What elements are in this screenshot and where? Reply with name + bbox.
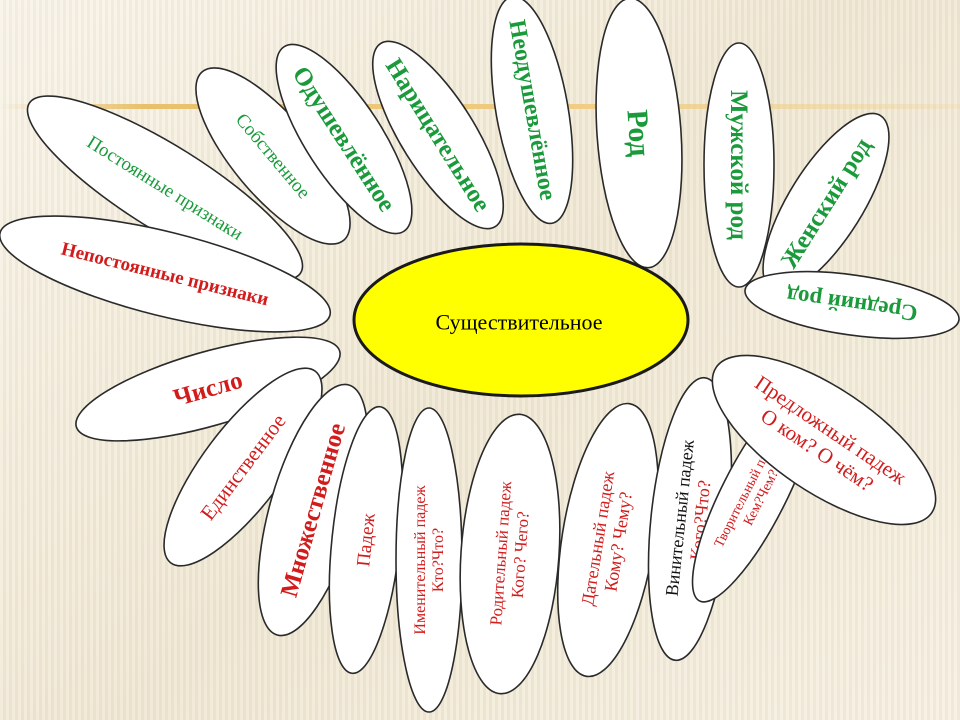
petal-sredniy-rod: Средний род bbox=[744, 270, 960, 340]
petal-shape bbox=[490, 0, 574, 225]
petal-muzhskoy-rod: Мужской род bbox=[703, 42, 775, 288]
petal-label: Мужской род bbox=[726, 90, 753, 240]
petal-shape bbox=[703, 42, 775, 288]
flower-center: Существительное bbox=[352, 242, 690, 398]
petal-datelnyy: Дательный падежКому? Чему? bbox=[556, 402, 660, 678]
center-shape bbox=[352, 242, 690, 398]
petal-shape bbox=[744, 270, 960, 340]
petal-shape bbox=[275, 43, 413, 235]
petal-shape bbox=[371, 40, 505, 230]
petal-chislo: Число bbox=[75, 336, 341, 442]
petal-shape bbox=[595, 0, 683, 269]
petal-shape bbox=[0, 215, 332, 333]
petal-shape bbox=[75, 336, 341, 442]
petal-imenitelnyy: Именительный падежКто?Что? bbox=[395, 407, 463, 713]
petal-shape bbox=[26, 95, 304, 281]
decorative-top-line bbox=[0, 104, 960, 109]
petal-shape bbox=[711, 354, 937, 526]
petal-postoyannye-priznaki: Постоянные признаки bbox=[26, 95, 304, 281]
petal-label: Именительный падежКто?Что? bbox=[411, 485, 446, 635]
petal-neodushevlennoe: Неодушевлённое bbox=[490, 0, 574, 225]
center-label: Существительное bbox=[435, 310, 602, 335]
petal-roditelnyy: Родительный падежКого? Чего? bbox=[459, 413, 561, 695]
petal-padezh: Падеж bbox=[328, 405, 404, 675]
petal-rod: Род bbox=[595, 0, 683, 269]
petal-label: Род bbox=[621, 108, 657, 157]
